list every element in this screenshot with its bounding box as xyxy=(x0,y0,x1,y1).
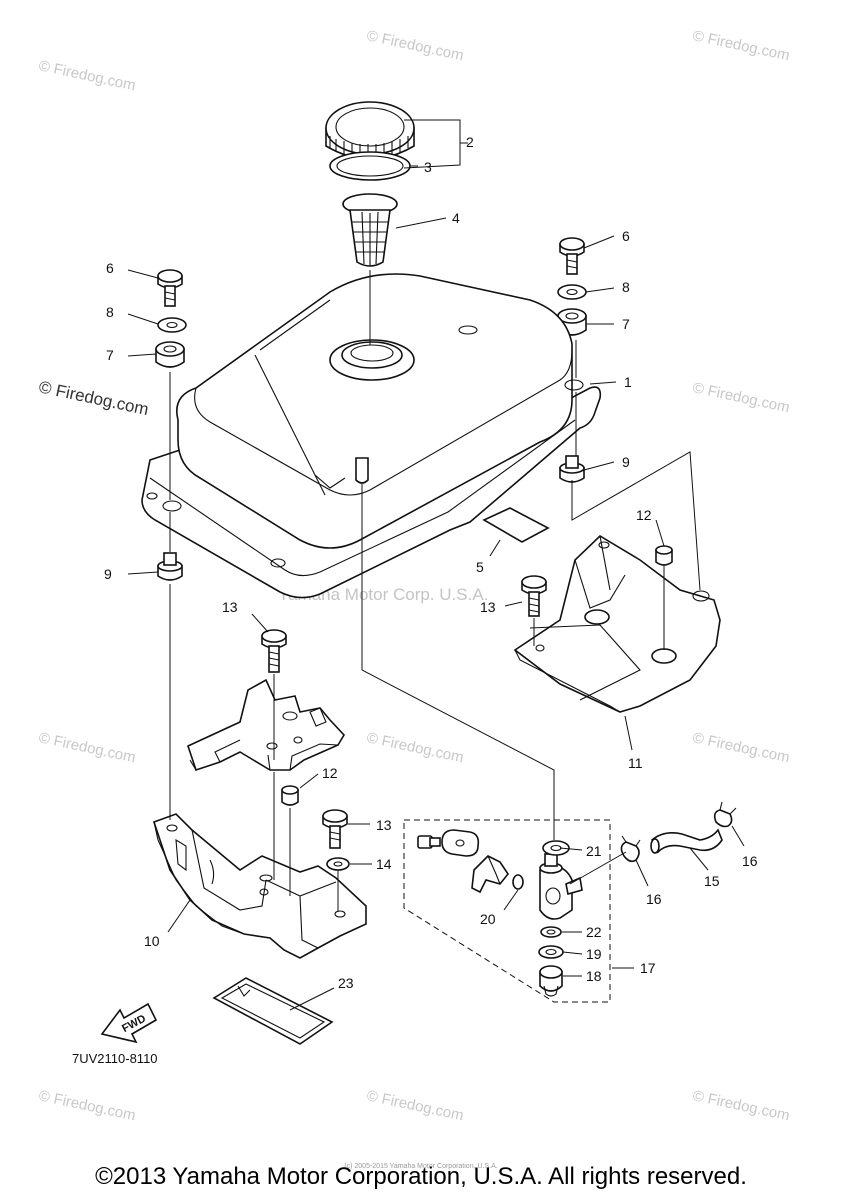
callout-16-right: 16 xyxy=(742,853,758,869)
watermark: © Firedog.com xyxy=(691,729,791,766)
callout-7-left: 7 xyxy=(106,347,114,363)
callout-18: 18 xyxy=(586,968,602,984)
washer-left xyxy=(157,317,187,333)
fuel-strainer xyxy=(342,193,398,267)
callout-13-right: 13 xyxy=(480,599,496,615)
right-tank-bracket xyxy=(513,534,721,713)
watermark: © Firedog.com xyxy=(691,379,791,416)
copyright-footer: ©2013 Yamaha Motor Corporation, U.S.A. A… xyxy=(95,1163,747,1190)
callout-13-center: 13 xyxy=(222,599,238,615)
callout-6-left: 6 xyxy=(106,260,114,276)
bracket-bolt-lower xyxy=(322,809,348,849)
callout-labels: 2 3 4 6 8 7 1 9 6 8 7 9 5 12 13 11 13 12… xyxy=(104,134,758,991)
callout-9-left: 9 xyxy=(104,566,112,582)
watermark: © Firedog.com xyxy=(365,729,465,766)
lower-pad xyxy=(212,977,334,1045)
bracket-bolt-center xyxy=(261,629,287,673)
callout-8-right: 8 xyxy=(622,279,630,295)
callout-2: 2 xyxy=(466,134,474,150)
grommet-right xyxy=(559,455,585,483)
callout-13-lower: 13 xyxy=(376,817,392,833)
callout-12-center: 12 xyxy=(322,765,338,781)
grommet-left xyxy=(157,552,183,581)
fuel-tank xyxy=(141,273,602,599)
bolt-left xyxy=(157,269,183,307)
fuel-cock-o-ring xyxy=(512,874,524,890)
watermark: © Firedog.com xyxy=(365,27,465,64)
cap-gasket-inner xyxy=(336,155,404,177)
fuel-cock-gasket-top xyxy=(542,840,570,856)
manufacturer-watermark: Yamaha Motor Corp. U.S.A. xyxy=(278,585,488,604)
fuel-cock-assembly-box xyxy=(403,819,611,1003)
callout-3: 3 xyxy=(424,159,432,175)
callout-22: 22 xyxy=(586,924,602,940)
watermark: © Firedog.com xyxy=(37,1087,137,1124)
bracket-washer xyxy=(326,857,350,871)
callout-12-right: 12 xyxy=(636,507,652,523)
grommet-top-right xyxy=(655,545,673,566)
fuel-cock-gasket-bottom xyxy=(538,945,564,959)
callout-6-right: 6 xyxy=(622,228,630,244)
callout-15: 15 xyxy=(704,873,720,889)
watermark-group: © Firedog.com © Firedog.com © Firedog.co… xyxy=(37,27,791,1124)
fuel-cock-lever-screw xyxy=(417,835,441,849)
callout-7-right: 7 xyxy=(622,316,630,332)
left-tank-bracket xyxy=(152,813,367,959)
callout-4: 4 xyxy=(452,210,460,226)
bracket-bolt-right xyxy=(521,575,547,617)
watermark: © Firedog.com xyxy=(365,1087,465,1124)
watermark: © Firedog.com xyxy=(37,377,150,419)
callout-19: 19 xyxy=(586,946,602,962)
watermark: © Firedog.com xyxy=(691,1087,791,1124)
callout-16-left: 16 xyxy=(646,891,662,907)
tank-pad xyxy=(482,507,550,543)
fuel-cock-lever xyxy=(471,855,509,894)
watermark: © Firedog.com xyxy=(37,729,137,766)
callout-1: 1 xyxy=(624,374,632,390)
small-print: (c) 2005-2015 Yamaha Motor Corporation, … xyxy=(344,1163,498,1170)
callout-17: 17 xyxy=(640,960,656,976)
forward-arrow-icon: FWD xyxy=(100,1002,158,1044)
callout-8-left: 8 xyxy=(106,304,114,320)
callout-21: 21 xyxy=(586,843,602,859)
callout-5: 5 xyxy=(476,559,484,575)
watermark: © Firedog.com xyxy=(37,57,137,94)
fuel-cap xyxy=(325,101,415,160)
washer-right xyxy=(557,284,587,300)
fuel-cock-body xyxy=(539,853,583,920)
damper-left xyxy=(155,341,185,368)
fuel-cock-seal xyxy=(540,926,562,938)
hose-clip-left xyxy=(620,835,641,863)
grommet-center xyxy=(281,785,299,806)
bolt-right xyxy=(559,237,585,275)
callout-10: 10 xyxy=(144,933,160,949)
fuel-cock-bowl xyxy=(539,965,563,997)
callout-14: 14 xyxy=(376,856,392,872)
callout-23: 23 xyxy=(338,975,354,991)
callout-9-right: 9 xyxy=(622,454,630,470)
fuel-hose xyxy=(650,828,723,854)
callout-11: 11 xyxy=(628,755,643,771)
leader-lines xyxy=(127,119,745,1011)
hose-clip-right xyxy=(713,801,737,828)
diagram-code: 7UV2110-8110 xyxy=(72,1051,158,1066)
callout-20: 20 xyxy=(480,911,496,927)
fuel-cock-plate xyxy=(441,829,480,857)
center-mount-plate xyxy=(187,678,345,772)
watermark: © Firedog.com xyxy=(691,27,791,64)
